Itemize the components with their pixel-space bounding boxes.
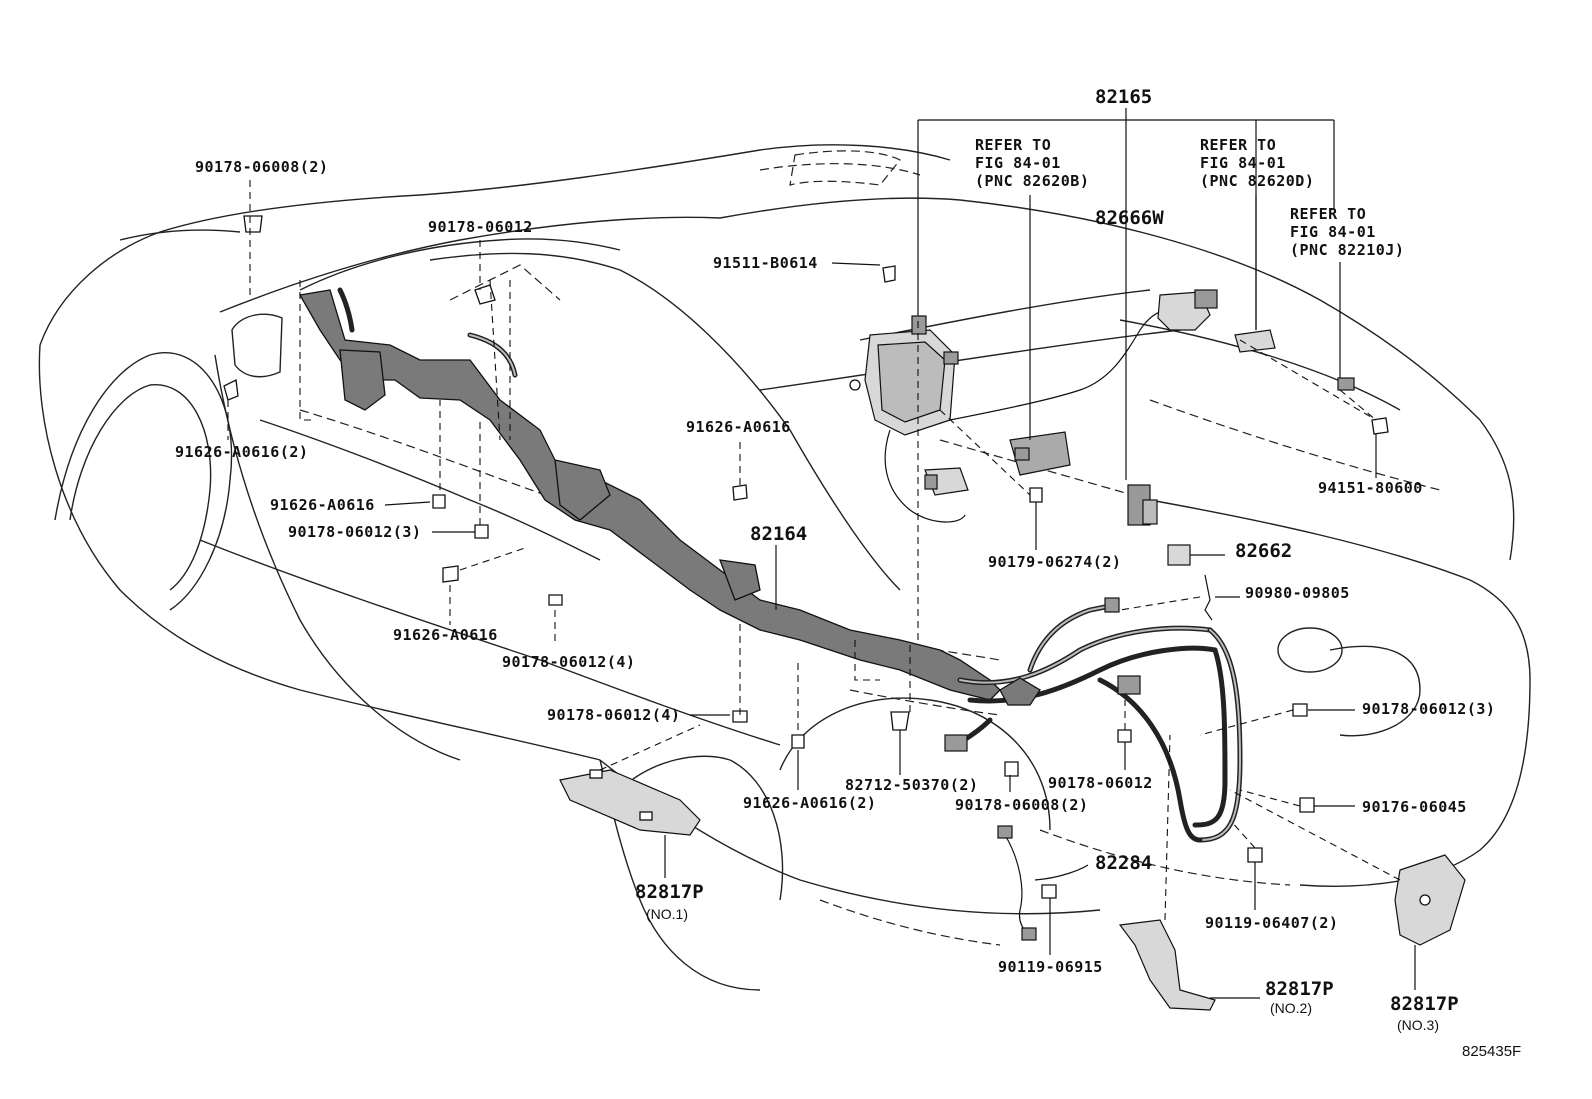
label-90179-06274-2: 90179-06274(2) bbox=[988, 553, 1121, 571]
label-90178-06012-4-b: 90178-06012(4) bbox=[547, 706, 680, 724]
drawing-code: 825435F bbox=[1462, 1043, 1521, 1060]
fasteners bbox=[223, 215, 1389, 899]
label-90119-06407-2: 90119-06407(2) bbox=[1205, 914, 1338, 932]
refer-82620D-line3: (PNC 82620D) bbox=[1200, 172, 1314, 190]
label-82817P-no2: 82817P bbox=[1265, 978, 1334, 1000]
label-82817P-no3-sub: (NO.3) bbox=[1397, 1017, 1439, 1033]
label-94151-80600: 94151-80600 bbox=[1318, 479, 1423, 497]
label-82817P-no1-sub: (NO.1) bbox=[646, 906, 688, 922]
leader-lines bbox=[227, 108, 1416, 999]
label-90178-06012-4-a: 90178-06012(4) bbox=[502, 653, 635, 671]
ecu-module bbox=[849, 315, 969, 523]
label-90980-09805: 90980-09805 bbox=[1245, 584, 1350, 602]
label-90178-06012-top: 90178-06012 bbox=[428, 218, 533, 236]
part-labels: 82165 REFER TO FIG 84-01 (PNC 82620B) RE… bbox=[175, 86, 1521, 1060]
label-82284: 82284 bbox=[1095, 852, 1152, 874]
undercover-82817P-3 bbox=[1394, 854, 1466, 946]
refer-82620D-line2: FIG 84-01 bbox=[1200, 154, 1286, 172]
label-82817P-no1: 82817P bbox=[635, 881, 704, 903]
refer-82620D-line1: REFER TO bbox=[1200, 136, 1276, 154]
refer-82620B-line3: (PNC 82620B) bbox=[975, 172, 1089, 190]
label-82712-50370-2: 82712-50370(2) bbox=[845, 776, 978, 794]
label-82165: 82165 bbox=[1095, 86, 1152, 108]
label-90178-06012-3-right: 90178-06012(3) bbox=[1362, 700, 1495, 718]
label-91626-A0616-mid2: 91626-A0616 bbox=[393, 626, 498, 644]
label-90178-06008-2-bottom: 90178-06008(2) bbox=[955, 796, 1088, 814]
undercover-82817P-2 bbox=[1118, 919, 1216, 1011]
label-90176-06045: 90176-06045 bbox=[1362, 798, 1467, 816]
undercover-82817P-1 bbox=[559, 769, 701, 836]
label-91626-A0616-mid1: 91626-A0616 bbox=[270, 496, 375, 514]
label-90178-06012-bottom: 90178-06012 bbox=[1048, 774, 1153, 792]
antenna-cable bbox=[949, 289, 1355, 421]
refer-82620B-line1: REFER TO bbox=[975, 136, 1051, 154]
label-82817P-no2-sub: (NO.2) bbox=[1270, 1000, 1312, 1016]
refer-82620B-line2: FIG 84-01 bbox=[975, 154, 1061, 172]
label-91511-B0614: 91511-B0614 bbox=[713, 254, 818, 272]
label-82666W: 82666W bbox=[1095, 207, 1164, 229]
label-90119-06915: 90119-06915 bbox=[998, 958, 1103, 976]
label-91626-A0616-2-left: 91626-A0616(2) bbox=[175, 443, 308, 461]
label-82164: 82164 bbox=[750, 523, 807, 545]
refer-82210J-line3: (PNC 82210J) bbox=[1290, 241, 1404, 259]
trunk-harness-82165 bbox=[944, 597, 1243, 843]
label-82817P-no3: 82817P bbox=[1390, 993, 1459, 1015]
label-91626-A0616-2-bottom: 91626-A0616(2) bbox=[743, 794, 876, 812]
label-90178-06012-3-left: 90178-06012(3) bbox=[288, 523, 421, 541]
floor-harness-82164 bbox=[298, 287, 1001, 701]
connector-blocks bbox=[1009, 431, 1213, 621]
refer-82210J-line2: FIG 84-01 bbox=[1290, 223, 1376, 241]
refer-82210J-line1: REFER TO bbox=[1290, 205, 1366, 223]
sensor-82284 bbox=[997, 825, 1037, 941]
label-90178-06008-2-top: 90178-06008(2) bbox=[195, 158, 328, 176]
label-82662: 82662 bbox=[1235, 540, 1292, 562]
label-91626-A0616-center: 91626-A0616 bbox=[686, 418, 791, 436]
